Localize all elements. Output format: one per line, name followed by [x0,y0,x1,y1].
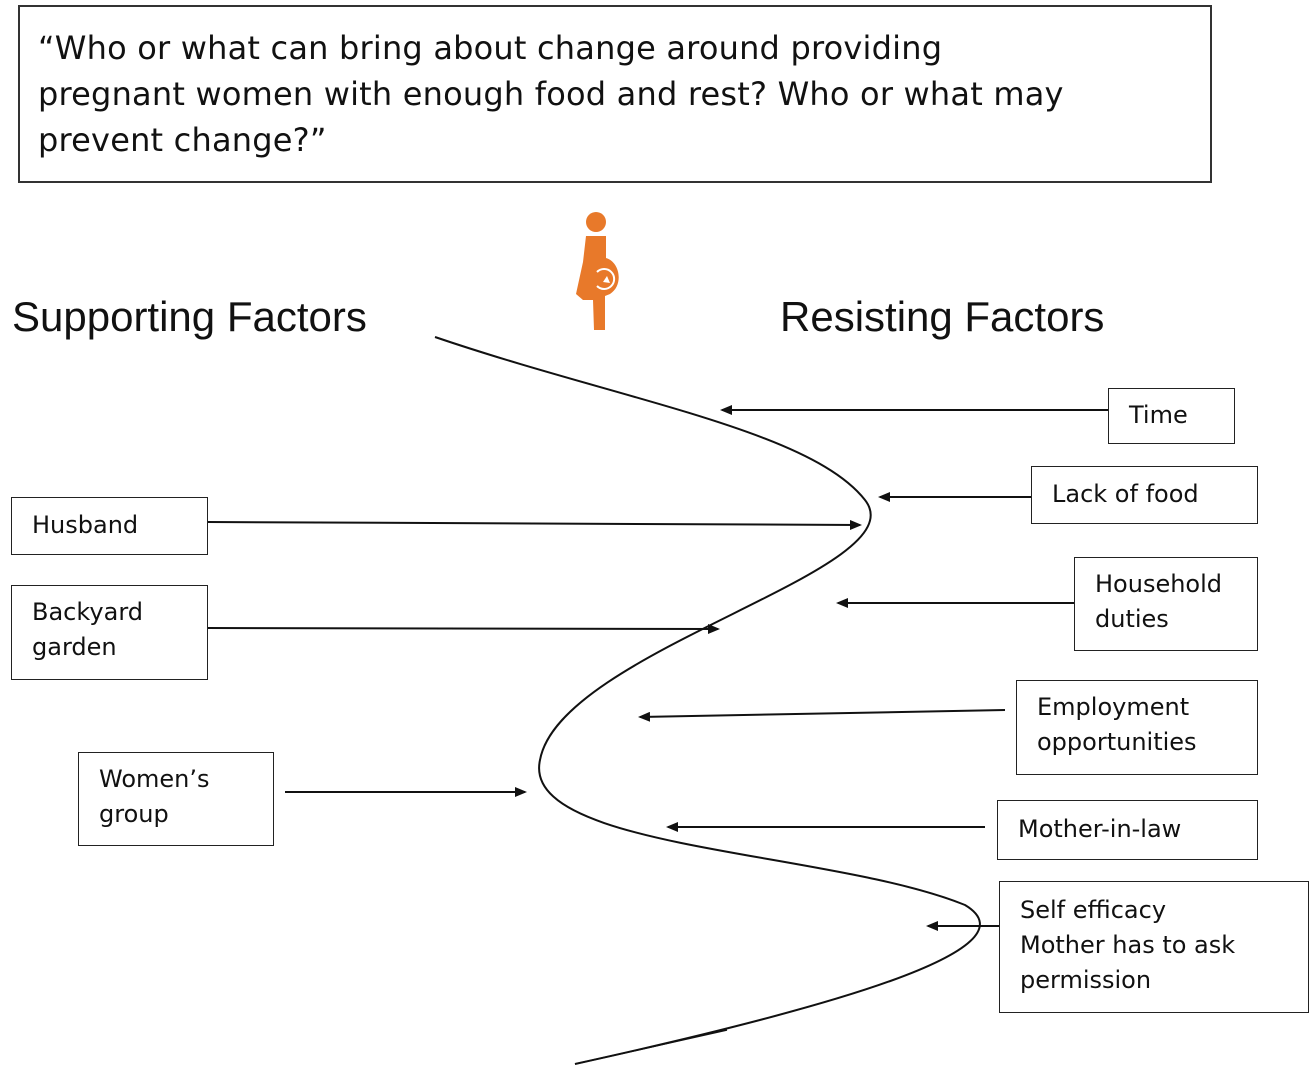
question-line: “Who or what can bring about change arou… [38,29,943,67]
resisting-factors-heading: Resisting Factors [780,293,1105,340]
factor-label: duties [1095,605,1169,633]
question-box: “Who or what can bring about change arou… [18,5,1212,183]
arrow-husband [206,519,862,530]
resisting-factor-household-duties: Household duties [1074,557,1258,651]
pregnant-woman-icon [576,212,619,330]
factor-label: Self efficacy [1020,896,1167,924]
factor-label: Time [1129,401,1188,429]
factor-label: permission [1020,966,1152,994]
arrow-backyard-garden [206,623,720,634]
factor-label: Mother has to ask [1020,931,1236,959]
change-curve [434,336,981,1065]
resisting-factor-time: Time [1108,388,1235,444]
factor-label: Husband [32,511,139,539]
resisting-factor-mother-in-law: Mother-in-law [997,800,1258,860]
resisting-factor-self-efficacy: Self efficacy Mother has to ask permissi… [999,881,1309,1013]
factor-label: Employment [1037,693,1190,721]
supporting-factor-husband: Husband [11,497,208,555]
factor-label: Lack of food [1052,480,1199,508]
resisting-factor-lack-of-food: Lack of food [1031,466,1258,524]
question-line: pregnant women with enough food and rest… [38,75,1064,113]
arrow-employment [638,709,1006,722]
factor-label: Backyard [32,598,143,626]
factor-label: group [99,800,169,828]
supporting-factors-heading: Supporting Factors [12,293,367,340]
curve-tail [574,1029,728,1065]
factor-label: Mother-in-law [1018,815,1182,843]
factor-label: opportunities [1037,728,1197,756]
factor-label: garden [32,633,117,661]
resisting-factor-employment-opportunities: Employment opportunities [1016,680,1258,775]
factor-label: Household [1095,570,1223,598]
supporting-factor-backyard-garden: Backyard garden [11,585,208,680]
supporting-factor-womens-group: Women’s group [78,752,274,846]
question-line: prevent change?” [38,121,327,159]
factor-label: Women’s [99,765,210,793]
